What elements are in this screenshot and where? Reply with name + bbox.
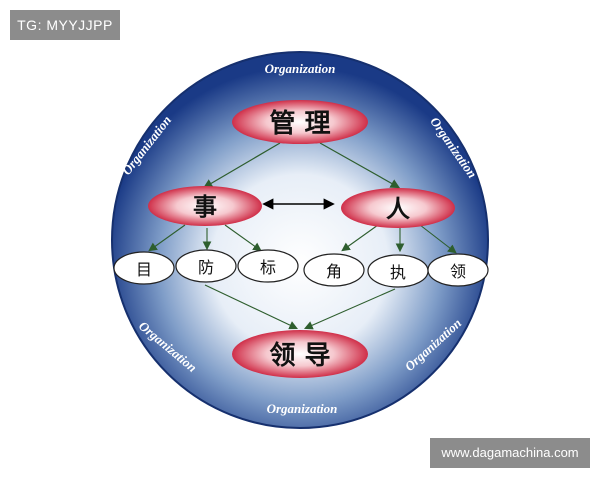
ring-label-top: Organization	[265, 61, 336, 76]
node-right-label: 人	[386, 195, 410, 223]
node-left	[148, 186, 262, 226]
arrow-left-to-small3	[224, 224, 262, 252]
small-node-3-label: 标	[260, 258, 276, 277]
small-node-2	[175, 249, 237, 283]
arrow-right-to-small6	[419, 224, 457, 254]
small-node-2-label: 防	[198, 258, 214, 277]
small-node-3	[237, 249, 299, 283]
small-node-1	[113, 251, 175, 285]
ring-label-bottom: Organization	[267, 401, 338, 416]
sphere	[111, 51, 489, 429]
arrow-top-to-right	[319, 142, 401, 189]
watermark-site: www.dagamachina.com	[430, 438, 590, 468]
arrow-right-to-leader	[303, 288, 396, 330]
small-node-4-label: 角	[326, 262, 342, 281]
node-leader-label: 领 导	[269, 340, 330, 371]
node-left-label: 事	[193, 193, 217, 221]
small-node-6	[427, 253, 489, 287]
small-node-6-label: 领	[450, 262, 466, 281]
node-leader	[232, 330, 368, 378]
small-node-1-label: 目	[136, 260, 152, 279]
arrow-left-to-small1	[148, 224, 186, 252]
small-node-5-label: 执	[390, 263, 406, 282]
node-right	[341, 188, 455, 228]
arrow-left-to-leader	[204, 284, 298, 330]
arrow-top-to-left	[202, 142, 281, 189]
arrow-right-to-small4	[341, 224, 379, 252]
watermark-tag: TG: MYYJJPP	[10, 10, 120, 40]
small-node-4	[303, 253, 365, 287]
node-top-label: 管 理	[269, 109, 330, 139]
node-top	[232, 100, 368, 144]
